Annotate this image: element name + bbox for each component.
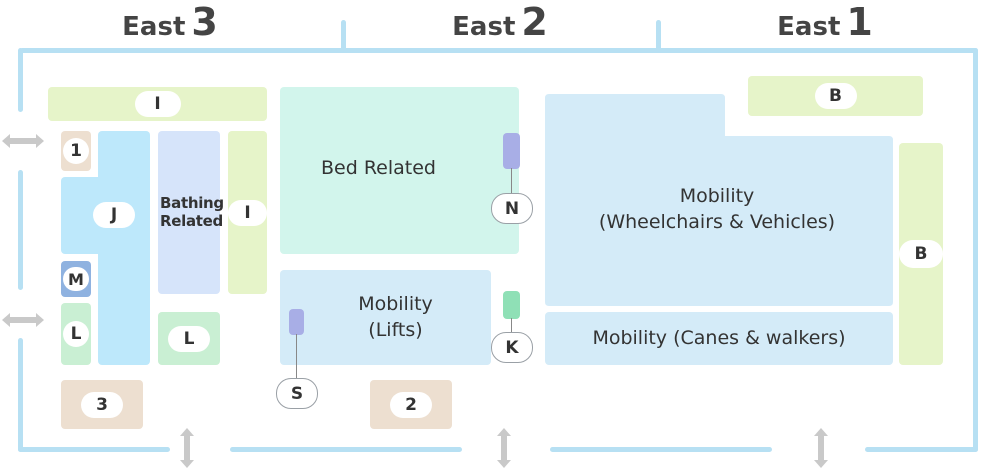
hall-title-east-1: East 1 [750,0,900,44]
zone-mobility-wheelchairs: Mobility (Wheelchairs & Vehicles) [545,180,893,240]
zone-label: I [228,199,267,226]
wall-right [973,48,978,452]
zone-2[interactable]: 2 [370,380,452,429]
zone-I-side[interactable]: I [228,131,267,294]
hall-number: 1 [846,0,873,44]
wall-bottom-3 [550,447,772,452]
zone-mobility-wheelchairs-shape[interactable] [545,94,893,306]
zone-bathing-related[interactable]: Bathing Related [158,131,224,294]
booth-K-label[interactable]: K [491,332,533,363]
wall-divider-2 [656,20,661,52]
hall-number: 2 [521,0,548,44]
booth-S-marker [289,309,304,335]
zone-3[interactable]: 3 [61,380,143,429]
zone-L-lower[interactable]: L [158,312,220,365]
zone-bed-label: Bed Related [321,156,436,179]
wall-bottom-4 [865,447,978,452]
zone-J-label: J [93,202,135,228]
booth-N-stem [511,168,512,194]
booth-K-marker [503,291,520,319]
booth-S-label[interactable]: S [276,378,318,409]
double-arrow-horizontal-icon [2,134,44,148]
zone-label: L [63,321,89,347]
hall-title-east-2: East 2 [425,0,575,44]
zone-B-top[interactable]: B [748,76,923,116]
wall-divider-1 [341,20,346,52]
zone-label: L [168,325,210,352]
wall-left-3 [18,338,23,452]
booth-S-stem [296,334,297,379]
double-arrow-vertical-icon [180,428,194,468]
zone-mobility-canes[interactable]: Mobility (Canes & walkers) [545,312,893,365]
zone-L-left[interactable]: L [61,303,91,365]
zone-label: 1 [63,138,89,164]
wall-top [20,48,978,53]
hall-word: East [777,12,841,42]
double-arrow-horizontal-icon [2,313,44,327]
booth-N-label[interactable]: N [491,193,533,224]
zone-B-side[interactable]: B [899,143,943,365]
hall-word: East [452,12,516,42]
wall-left-2 [18,170,23,290]
zone-label: 2 [390,391,432,418]
zone-M[interactable]: M [61,261,91,297]
zone-wheel-line1: Mobility [679,185,755,208]
zone-label: 3 [81,391,123,418]
zone-canes-label: Mobility (Canes & walkers) [592,326,846,349]
hall-word: East [122,12,186,42]
hall-number: 3 [191,0,218,44]
zone-label: I [134,91,181,117]
zone-label: B [899,240,943,268]
zone-mobility-lifts[interactable]: Mobility (Lifts) [280,270,491,365]
zone-label: M [63,267,89,291]
zone-bed-related[interactable]: Bed Related [280,87,519,254]
wall-left-1 [18,48,23,112]
wall-bottom-1 [18,447,170,452]
booth-K-stem [511,318,512,334]
zone-lifts-line2: (Lifts) [368,318,423,341]
zone-I-top[interactable]: I [48,87,267,121]
booth-N-marker [503,133,520,169]
double-arrow-vertical-icon [497,428,511,468]
zone-lifts-line1: Mobility [358,292,433,315]
zone-label: B [814,83,857,109]
zone-1[interactable]: 1 [61,131,91,171]
zone-wheel-line2: (Wheelchairs & Vehicles) [598,211,836,233]
double-arrow-vertical-icon [814,428,828,468]
wall-bottom-2 [230,447,462,452]
zone-bathing-label: Bathing Related [160,194,224,230]
hall-title-east-3: East 3 [95,0,245,44]
